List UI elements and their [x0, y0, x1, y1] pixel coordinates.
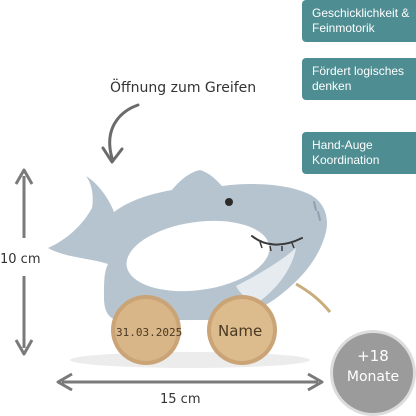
shadow: [70, 352, 310, 368]
badge-coordination: Hand-Auge Koordination: [302, 132, 416, 174]
badge-fine-motor: Geschicklichkeit & Feinmotorik: [302, 0, 416, 42]
grip-caption: Öffnung zum Greifen: [110, 80, 257, 96]
shark-belly: [236, 248, 296, 304]
age-badge-line2: Monate: [346, 369, 400, 385]
age-badge: +18 Monate: [330, 330, 416, 416]
badge-line: Fördert logisches: [312, 64, 405, 78]
wheel-right: [207, 295, 277, 365]
badge-logic: Fördert logisches denken: [302, 58, 416, 100]
badge-line: Hand-Auge: [312, 138, 373, 152]
badge-line: Feinmotorik: [312, 21, 375, 35]
pull-string: [295, 282, 332, 313]
wheel-left: [111, 295, 181, 365]
badge-line: Geschicklichkeit &: [312, 6, 410, 20]
age-badge-line1: +18: [357, 347, 389, 365]
wheel-left-text: 31.03.2025: [116, 326, 183, 339]
badge-line: denken: [312, 79, 352, 93]
curved-arrow: [108, 103, 140, 160]
shark-teeth: [259, 241, 295, 252]
shark-eye: [225, 198, 233, 206]
shark-mouth: [251, 235, 303, 246]
curved-arrow-head: [101, 146, 124, 164]
wheel-right-text: Name: [218, 322, 263, 340]
shark-gills: [313, 201, 321, 221]
width-label: 15 cm: [160, 392, 201, 407]
width-arrow: [56, 372, 324, 392]
badge-line: Koordination: [312, 153, 380, 167]
height-arrow: [14, 168, 34, 356]
grip-hole: [126, 220, 270, 292]
height-label: 10 cm: [0, 252, 41, 267]
